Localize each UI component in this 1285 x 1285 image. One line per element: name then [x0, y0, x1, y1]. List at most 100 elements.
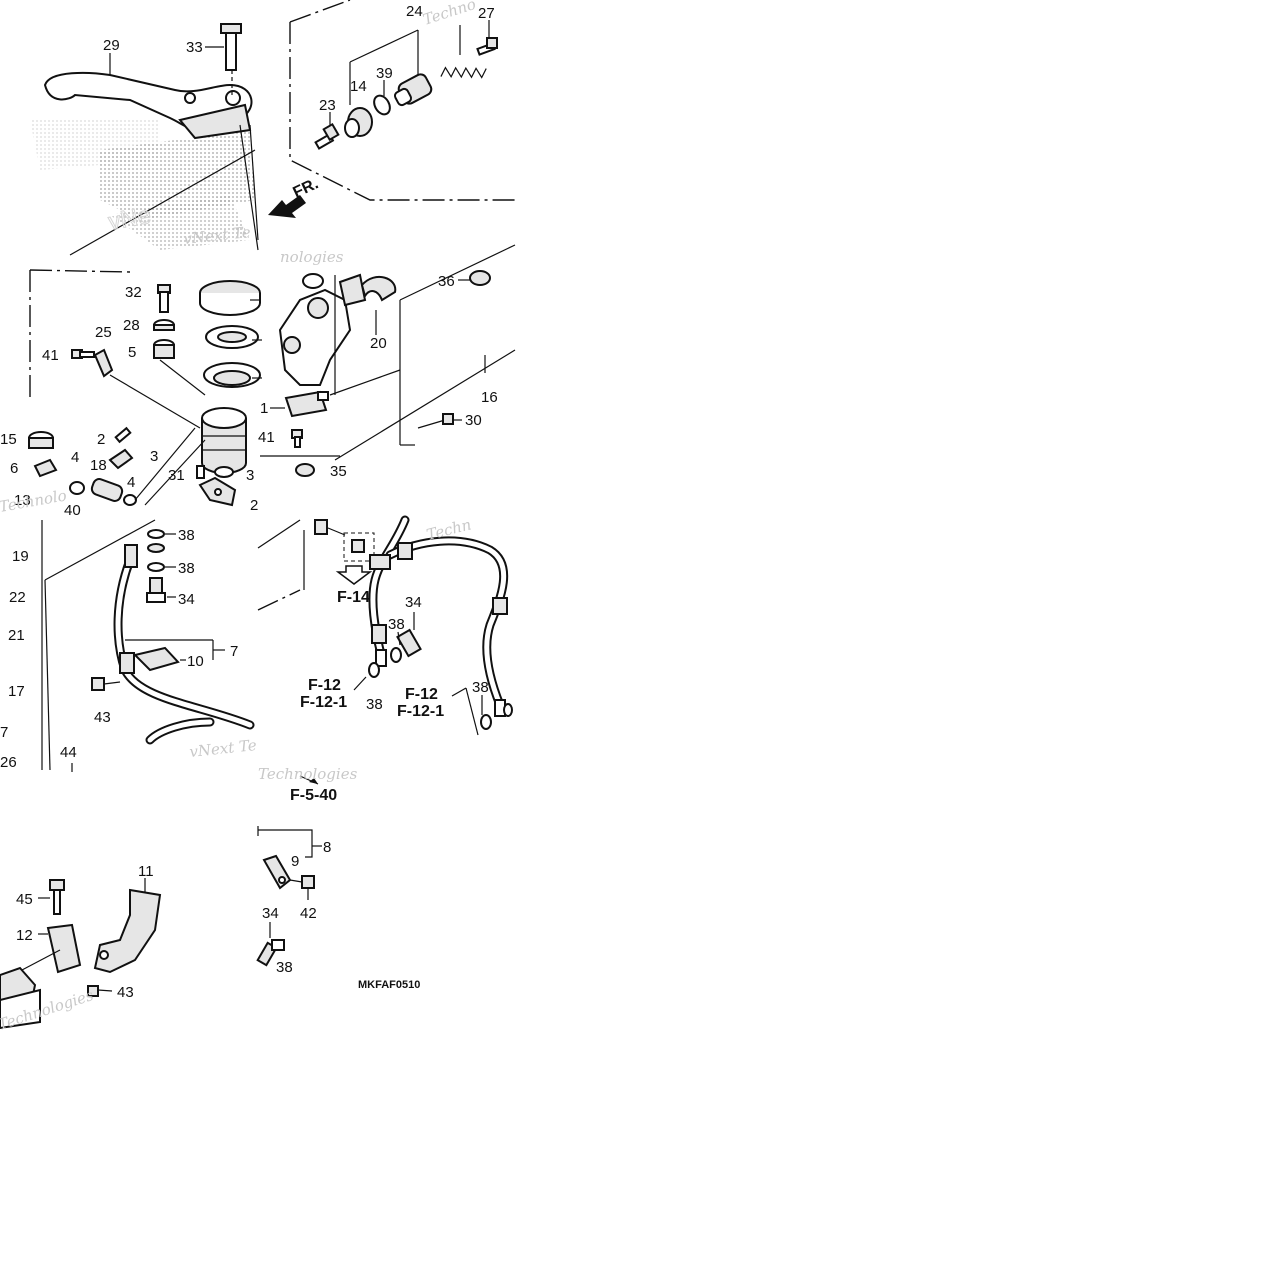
holder-20 — [360, 275, 397, 302]
screw-41b — [291, 429, 303, 448]
stay-washer — [214, 466, 234, 478]
brake-hose-panel: 38 38 34 19 22 21 17 7 26 44 10 7 43 vNe… — [0, 519, 258, 772]
oil-bolt-head — [271, 939, 285, 951]
clip-25 — [93, 348, 114, 378]
sealing-washer — [503, 703, 513, 717]
ring-4 — [69, 481, 85, 495]
callout-39: 39 — [376, 65, 393, 82]
reservoir-diaphragm — [203, 362, 261, 388]
ref-arrow-down — [335, 565, 373, 585]
callout-11: 11 — [138, 863, 154, 880]
nut-35 — [295, 463, 315, 477]
callout-17: 17 — [8, 683, 25, 700]
joint-clip — [351, 539, 365, 553]
callout-22: 22 — [9, 589, 26, 606]
front-direction-arrow — [268, 195, 306, 218]
callout-33: 33 — [186, 39, 203, 56]
bracket-panel: 11 45 12 43 Technologies — [0, 863, 162, 1034]
callout-15: 15 — [0, 431, 17, 448]
hose-collar — [371, 624, 387, 644]
sealing-washer — [368, 662, 380, 678]
bracket-11 — [93, 888, 162, 974]
lever-pivot — [184, 92, 196, 104]
callout-41b: 41 — [258, 429, 275, 446]
screw-3 — [108, 448, 134, 470]
small-bolt — [476, 37, 498, 56]
oil-bolt-head — [146, 592, 166, 603]
ref-label-f12-1: F-12-1 — [397, 703, 444, 720]
sealing-washer — [147, 562, 165, 572]
callout-6: 6 — [10, 460, 18, 477]
bolt-32 — [157, 284, 171, 313]
callout-21: 21 — [8, 627, 25, 644]
callout-38f: 38 — [276, 959, 293, 976]
callout-45: 45 — [16, 891, 33, 908]
reservoir-cap — [199, 280, 261, 316]
callout-34a: 34 — [178, 591, 195, 608]
reservoir-tank — [201, 407, 247, 474]
callout-41a: 41 — [42, 347, 59, 364]
callout-34b: 34 — [405, 594, 422, 611]
ref-label-f14: F-14 — [337, 589, 370, 606]
hose-collar — [492, 597, 508, 615]
spring — [440, 66, 487, 79]
oil-bolt — [396, 628, 422, 658]
clip-6 — [33, 458, 58, 478]
watermark-text: nologies — [280, 248, 344, 266]
snap-ring — [373, 94, 391, 116]
oil-bolt-34 — [149, 577, 163, 595]
reservoir-plate — [205, 325, 259, 349]
callout-35: 35 — [330, 463, 347, 480]
callout-38d: 38 — [388, 616, 405, 633]
nut-42 — [301, 875, 315, 889]
callout-40: 40 — [64, 502, 81, 519]
ref-label-f12: F-12 — [308, 677, 341, 694]
stay-clip-9 — [262, 854, 292, 890]
o-ring-top — [302, 273, 324, 289]
callout-9: 9 — [291, 853, 299, 870]
callout-8: 8 — [323, 839, 331, 856]
hose-fitting — [119, 652, 135, 674]
screw-41 — [71, 349, 95, 359]
lower-clamp-body — [0, 988, 41, 1030]
callout-26: 26 — [0, 754, 17, 771]
callout-4b: 4 — [127, 474, 135, 491]
piston — [393, 73, 433, 107]
ref-label-f12-1: F-12-1 — [300, 694, 347, 711]
callout-43b: 43 — [117, 984, 134, 1001]
callout-38c: 38 — [366, 696, 383, 713]
callout-2a: 2 — [97, 431, 105, 448]
washer-28 — [153, 319, 175, 331]
callout-10: 10 — [187, 653, 204, 670]
watermark-text: Technolo — [0, 486, 68, 516]
callout-25: 25 — [95, 324, 112, 341]
hose-clamp-10 — [133, 646, 180, 672]
reservoir-stay — [198, 476, 237, 507]
callout-34c: 34 — [262, 905, 279, 922]
stay-screw — [196, 465, 205, 479]
callout-18: 18 — [90, 457, 107, 474]
sealing-washer — [147, 529, 165, 539]
callout-31: 31 — [168, 467, 185, 484]
hose-joint-panel: F-14 F-12 F-12-1 F-12 F-12-1 38 38 34 38… — [257, 515, 513, 736]
callout-38a: 38 — [178, 527, 195, 544]
grommet-5 — [153, 339, 175, 359]
sealing-washer — [480, 714, 492, 730]
callout-43a: 43 — [94, 709, 111, 726]
callout-7b: 7 — [230, 643, 238, 660]
callout-20: 20 — [370, 335, 387, 352]
joint-bolt — [314, 519, 328, 535]
bolt-43b — [87, 985, 99, 997]
lever-panel: 29 33 vNext Te vNe — [30, 23, 259, 256]
callout-1: 1 — [260, 400, 268, 417]
callout-2b: 2 — [250, 497, 258, 514]
ref-label-f12: F-12 — [405, 686, 438, 703]
bolt-45 — [53, 889, 61, 915]
sealing-washer — [390, 647, 402, 663]
front-direction-label: FR. — [291, 175, 322, 201]
watermark-text: Techno — [421, 0, 478, 29]
ref-label-f5-40: F-5-40 — [290, 787, 337, 804]
callout-38b: 38 — [178, 560, 195, 577]
watermark-text: Technologies — [258, 765, 358, 783]
